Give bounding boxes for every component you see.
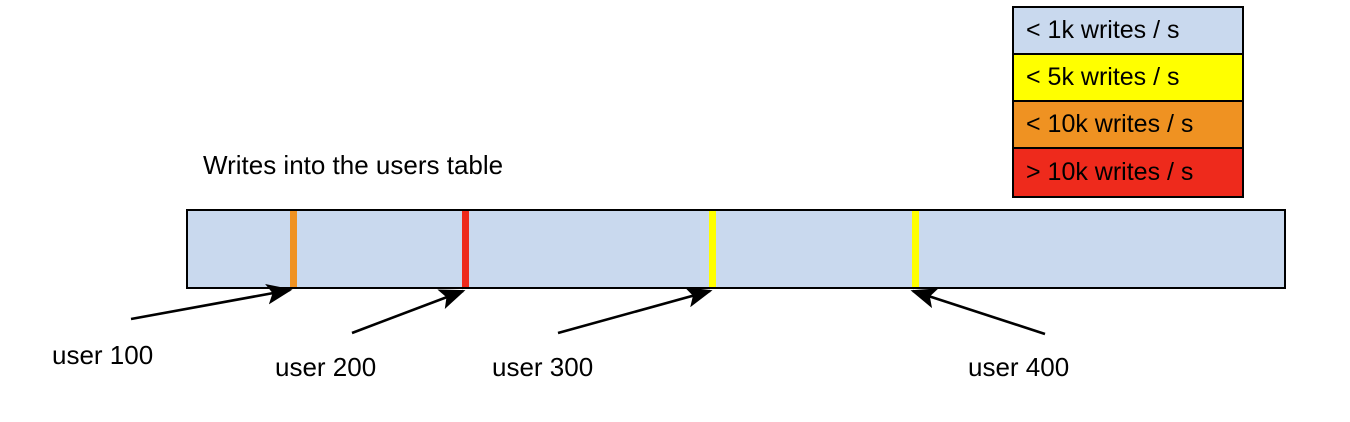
users-table-write-strip [186, 209, 1286, 289]
user-200-stripe [462, 211, 469, 287]
legend-row-lt-10k: < 10k writes / s [1014, 102, 1242, 149]
legend-label-lt-1k: < 1k writes / s [1026, 16, 1180, 44]
legend-label-gt-10k: > 10k writes / s [1026, 158, 1194, 186]
user-400-arrow [910, 288, 1046, 336]
user-100-label: user 100 [52, 340, 154, 370]
user-100-stripe [290, 211, 297, 287]
legend-row-lt-1k: < 1k writes / s [1014, 8, 1242, 55]
user-200-label: user 200 [275, 352, 377, 382]
legend-label-lt-10k: < 10k writes / s [1026, 110, 1194, 138]
user-300-arrow [557, 287, 713, 335]
chart-title: Writes into the users table [203, 150, 504, 180]
user-200-arrow [351, 289, 466, 335]
user-300-stripe [709, 211, 716, 287]
user-400-label: user 400 [968, 352, 1070, 382]
user-100-arrow [130, 283, 293, 321]
legend-row-lt-5k: < 5k writes / s [1014, 55, 1242, 102]
legend-label-lt-5k: < 5k writes / s [1026, 63, 1180, 91]
legend-row-gt-10k: > 10k writes / s [1014, 149, 1242, 196]
user-400-stripe [912, 211, 919, 287]
user-300-label: user 300 [492, 352, 594, 382]
writes-legend: < 1k writes / s < 5k writes / s < 10k wr… [1012, 6, 1244, 198]
